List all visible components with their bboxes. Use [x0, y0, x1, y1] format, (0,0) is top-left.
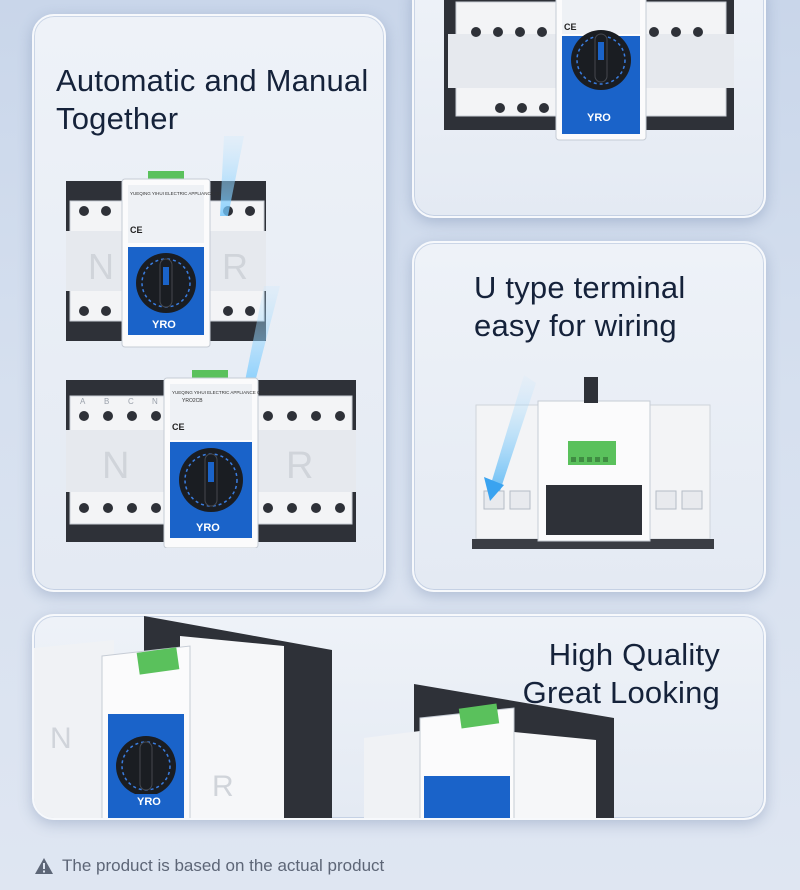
warning-triangle-icon: [35, 858, 53, 874]
pole-n-label: N: [88, 246, 114, 287]
panel-heading-automatic-manual: Automatic and Manual Together: [56, 62, 384, 138]
phase-label-n: N: [152, 397, 158, 406]
heading-line-1: U type terminal: [474, 270, 686, 305]
panel-switch-closeup: CE YRO: [412, 0, 766, 218]
switch-image-2pole: N R YUEQING YIHUI ELECTRIC APPLIANCE CO.…: [66, 171, 266, 348]
panel-u-type-terminal: U type terminal easy for wiring: [412, 241, 766, 592]
ce-mark-closeup: CE: [564, 22, 577, 32]
phase-label-b: B: [104, 397, 109, 406]
panel-heading-u-type-terminal: U type terminal easy for wiring: [474, 269, 754, 345]
switch-image-closeup: CE YRO: [444, 0, 734, 141]
brand-logo-closeup: YRO: [587, 112, 611, 124]
heading-line-2: easy for wiring: [474, 307, 677, 343]
brand-logo-angled: YRO: [137, 796, 161, 808]
pole-n-label-4p: N: [102, 445, 129, 487]
disclaimer-note: The product is based on the actual produ…: [34, 856, 384, 876]
panel-high-quality: High Quality Great Looking N R YRO: [32, 614, 766, 820]
model-text-4p: YRO2CB: [182, 398, 203, 404]
manufacturer-text: YUEQING YIHUI ELECTRIC APPLIANCE CO.,LTD…: [130, 191, 234, 196]
pole-r-label-angled: R: [212, 770, 234, 803]
disclaimer-text: The product is based on the actual produ…: [62, 856, 385, 875]
brand-logo: YRO: [152, 319, 176, 331]
flow-arrow-icon: [220, 136, 280, 386]
terminal-image: [472, 375, 714, 549]
switch-image-4pole: N R A B C N YUEQING YIHUI ELECTRIC APPLI…: [66, 370, 356, 548]
panel-automatic-manual: Automatic and Manual Together N R YUEQIN…: [32, 14, 386, 592]
brand-logo-4p: YRO: [196, 522, 220, 534]
pole-r-label-4p: R: [286, 445, 313, 487]
pole-r-label: R: [222, 246, 248, 287]
heading-line-1: Automatic and Manual: [56, 63, 369, 98]
heading-line-2: Great Looking: [522, 674, 720, 710]
panel-heading-high-quality: High Quality Great Looking: [523, 636, 720, 712]
ce-mark-4p: CE: [172, 422, 185, 432]
pole-n-label-angled: N: [50, 722, 72, 755]
ce-mark: CE: [130, 225, 143, 235]
phase-label-a: A: [80, 397, 86, 406]
phase-label-c: C: [128, 397, 134, 406]
switch-image-angled-small: [364, 684, 614, 818]
heading-line-2: Together: [56, 100, 179, 136]
switch-image-angled-large: N R YRO: [34, 616, 332, 818]
manufacturer-text-4p: YUEQING YIHUI ELECTRIC APPLIANCE CO.,LTD…: [172, 390, 276, 395]
heading-line-1: High Quality: [548, 637, 720, 672]
